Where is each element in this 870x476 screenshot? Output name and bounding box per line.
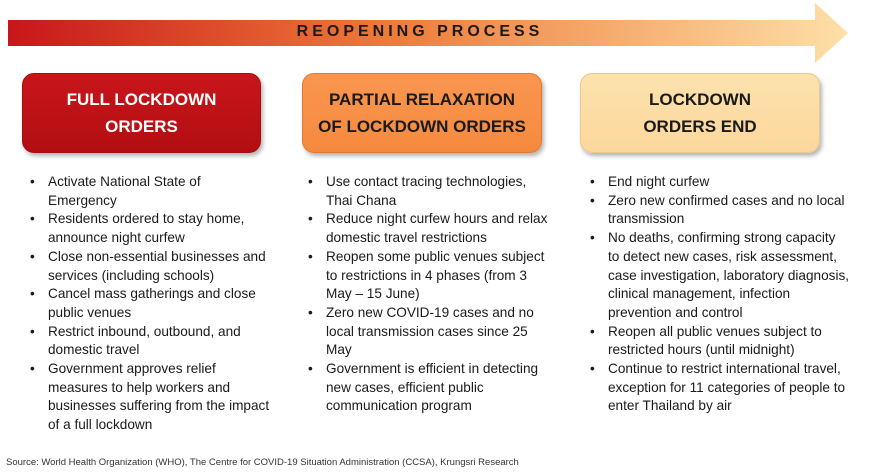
phase-title-line-2: OF LOCKDOWN ORDERS: [318, 117, 526, 136]
list-item: Close non-essential businesses and servi…: [28, 248, 273, 285]
phase-lockdown-end-box: LOCKDOWN ORDERS END: [580, 73, 820, 153]
list-item: Government approves relief measures to h…: [28, 360, 273, 435]
list-item: Zero new confirmed cases and no local tr…: [588, 192, 850, 229]
list-item: Reduce night curfew hours and relax dome…: [306, 210, 551, 247]
phase-title-line-2: ORDERS END: [643, 117, 757, 136]
list-item: Continue to restrict international trave…: [588, 360, 850, 416]
phase-partial-relaxation-box: PARTIAL RELAXATION OF LOCKDOWN ORDERS: [302, 73, 542, 153]
phase-title-line-1: LOCKDOWN: [649, 90, 751, 109]
phase-title-line-2: ORDERS: [105, 117, 178, 136]
list-item: Restrict inbound, outbound, and domestic…: [28, 323, 273, 360]
list-item: Reopen all public venues subject to rest…: [588, 323, 850, 360]
process-arrow-shape: [8, 3, 848, 63]
partial-relaxation-list: Use contact tracing technologies, Thai C…: [306, 173, 551, 416]
lockdown-end-list: End night curfew Zero new confirmed case…: [588, 173, 850, 416]
phase-title-line-1: PARTIAL RELAXATION: [328, 90, 516, 109]
phase-full-lockdown-box: FULL LOCKDOWN ORDERS: [22, 73, 261, 153]
full-lockdown-list: Activate National State of Emergency Res…: [28, 173, 273, 435]
source-note: Source: World Health Organization (WHO),…: [6, 457, 519, 468]
phase-title-line-1: FULL LOCKDOWN: [66, 90, 217, 109]
list-item: Activate National State of Emergency: [28, 173, 273, 210]
process-title: REOPENING PROCESS: [296, 23, 544, 40]
list-item: No deaths, confirming strong capacity to…: [588, 229, 850, 323]
list-item: Reopen some public venues subject to res…: [306, 248, 551, 304]
list-item: End night curfew: [588, 173, 850, 192]
list-item: Use contact tracing technologies, Thai C…: [306, 173, 551, 210]
process-arrow: [8, 3, 848, 63]
list-item: Cancel mass gatherings and close public …: [28, 285, 273, 322]
list-item: Residents ordered to stay home, announce…: [28, 210, 273, 247]
list-item: Government is efficient in detecting new…: [306, 360, 551, 416]
list-item: Zero new COVID-19 cases and no local tra…: [306, 304, 551, 360]
